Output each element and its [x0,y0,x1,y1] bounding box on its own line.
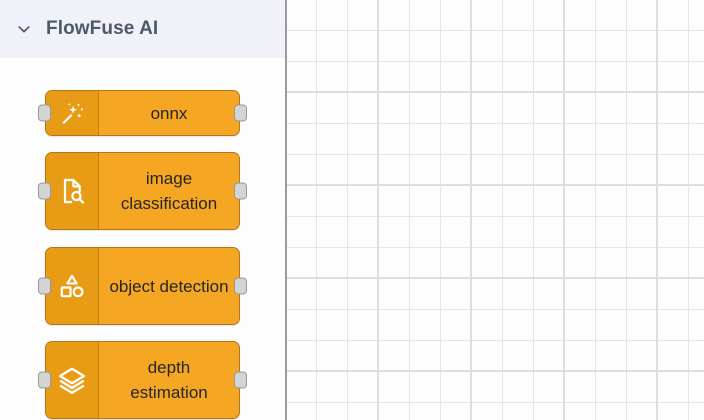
palette-node-object-detection[interactable]: object detection [38,247,247,325]
node-input-port[interactable] [38,182,51,200]
file-search-icon [46,153,99,229]
node-input-port[interactable] [38,371,51,389]
layers-icon [46,342,99,418]
node-output-port[interactable] [234,371,247,389]
palette-node-depth-estimation[interactable]: depth estimation [38,341,247,419]
node-label: onnx [150,103,188,123]
node-output-port[interactable] [234,277,247,295]
shapes-icon [46,248,99,324]
node-label: object detection [109,276,229,296]
palette-node-list: onnx image classification [0,58,285,420]
node-input-port[interactable] [38,277,51,295]
node-label: image classification [120,169,218,213]
canvas-grid-major [287,0,704,420]
node-label: depth estimation [130,358,208,402]
flow-canvas[interactable] [285,0,704,420]
palette-category-label: FlowFuse AI [46,18,159,39]
palette-category-header-flowfuse-ai[interactable]: FlowFuse AI [0,0,285,58]
node-input-port[interactable] [38,104,51,122]
chevron-down-icon[interactable] [14,19,34,39]
node-output-port[interactable] [234,104,247,122]
palette-node-image-classification[interactable]: image classification [38,152,247,230]
node-output-port[interactable] [234,182,247,200]
palette-node-onnx[interactable]: onnx [38,90,247,136]
magic-wand-icon [46,91,99,135]
node-palette: FlowFuse AI [0,0,285,420]
